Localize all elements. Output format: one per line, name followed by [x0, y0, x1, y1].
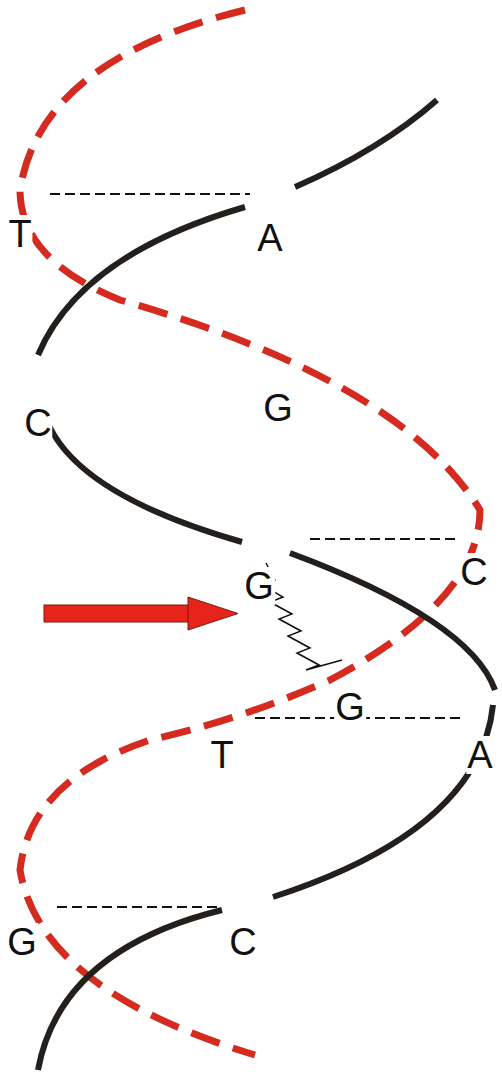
strand-segment	[38, 910, 222, 1070]
solid-strand	[38, 100, 495, 1070]
base-letter: G	[334, 688, 366, 726]
strand-segment	[290, 553, 495, 690]
base-pair-bonds	[50, 194, 465, 907]
strand-segment	[42, 405, 242, 542]
strand-path	[20, 10, 480, 1055]
strand-segment	[295, 100, 437, 187]
base-letter: C	[459, 553, 488, 591]
base-letter: T	[7, 215, 32, 253]
hydrogen-bond	[57, 906, 222, 908]
base-letter: G	[243, 567, 275, 605]
hydrogen-bond	[310, 538, 455, 540]
strand-segment	[273, 705, 493, 897]
arrow-head	[188, 597, 238, 630]
dashed-strand	[20, 10, 480, 1055]
base-letter: G	[262, 389, 294, 427]
base-letter: G	[6, 923, 38, 961]
base-letter: A	[256, 219, 283, 257]
base-letter: A	[466, 736, 493, 774]
arrow-shaft	[44, 605, 190, 622]
base-letter: T	[209, 736, 234, 774]
hydrogen-bond	[50, 193, 250, 195]
pointer-arrow	[44, 597, 238, 630]
strand-segment	[38, 207, 245, 355]
base-letter: C	[228, 923, 257, 961]
base-letter: C	[23, 404, 52, 442]
